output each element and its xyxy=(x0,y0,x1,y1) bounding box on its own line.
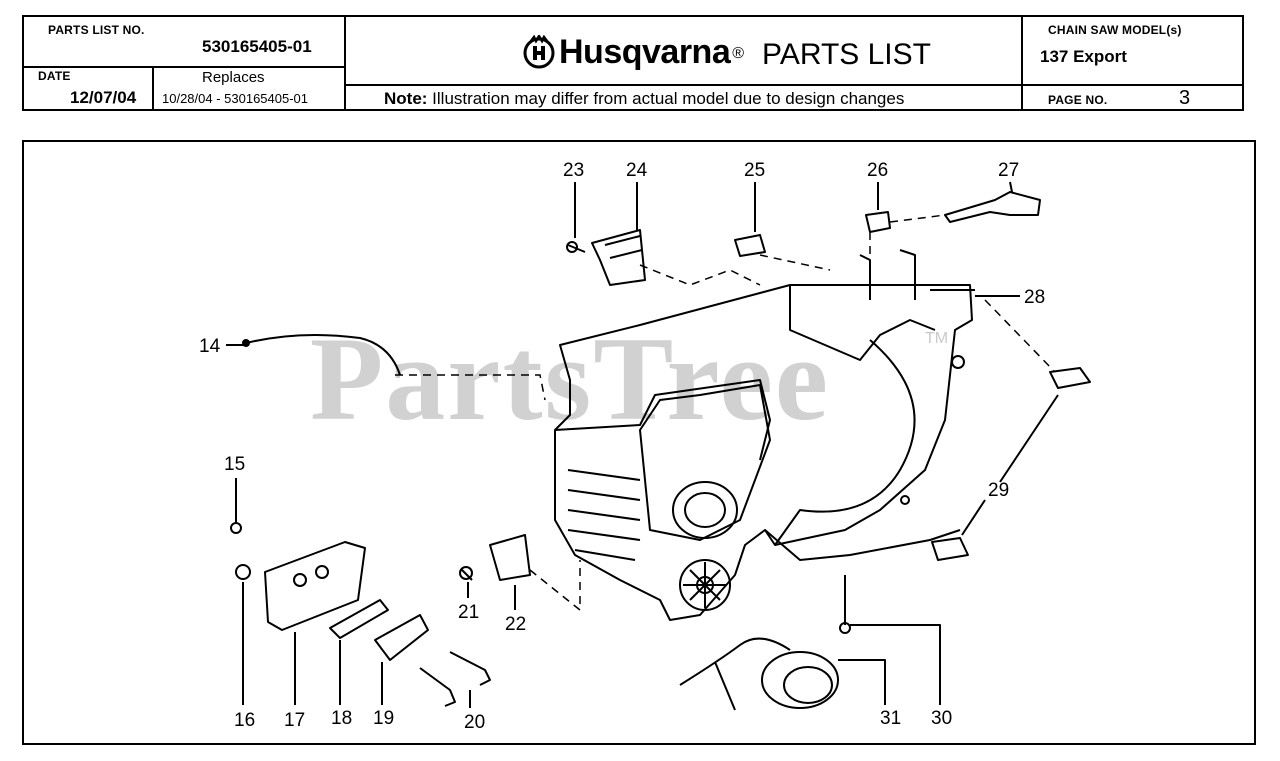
page-number: 3 xyxy=(1179,87,1191,109)
callout-26: 26 xyxy=(867,160,889,181)
part-19-plate xyxy=(374,614,429,661)
part-29-leader xyxy=(961,394,1059,536)
bearing-bore-inner xyxy=(684,492,726,528)
part-20-bolt xyxy=(449,651,491,686)
part-27-lever xyxy=(944,191,1041,223)
watermark-trademark: TM xyxy=(925,330,949,347)
brand-name: Husqvarna xyxy=(559,32,731,71)
assembly-line xyxy=(529,560,581,612)
note-text: Illustration may differ from actual mode… xyxy=(427,89,905,108)
part-22-cover xyxy=(489,534,531,581)
callout-17: 17 xyxy=(284,710,306,731)
part-29-nut xyxy=(931,537,969,561)
callout-27: 27 xyxy=(998,160,1020,181)
top-ledge xyxy=(859,249,975,300)
part-24-bracket xyxy=(591,229,646,286)
part-20-bolt xyxy=(419,667,456,707)
crankcase-bowl xyxy=(774,339,916,546)
part-18-plate xyxy=(329,599,389,639)
registered-mark: ® xyxy=(732,45,745,62)
part-17-hole xyxy=(315,565,329,579)
assembly-line xyxy=(759,254,831,271)
part-14-hose-end xyxy=(242,339,250,347)
divider xyxy=(1021,84,1242,86)
callout-31: 31 xyxy=(880,708,902,729)
part-16-nut xyxy=(235,564,251,580)
callout-29: 29 xyxy=(988,480,1010,501)
page-label: PAGE NO. xyxy=(1048,93,1108,107)
callout-14: 14 xyxy=(199,336,221,357)
part-30-leader xyxy=(850,624,941,705)
assembly-line xyxy=(889,214,946,223)
part-30-screw-head xyxy=(839,622,851,634)
parts-list-no: 530165405-01 xyxy=(202,37,312,56)
divider xyxy=(152,67,154,109)
callout-23: 23 xyxy=(563,160,585,181)
bearing-bore xyxy=(672,481,738,539)
callout-20: 20 xyxy=(464,712,486,733)
divider xyxy=(344,17,346,109)
date-label: DATE xyxy=(38,69,71,83)
callout-16: 16 xyxy=(234,710,256,731)
callout-24: 24 xyxy=(626,160,648,181)
illustration-note: Note: Illustration may differ from actua… xyxy=(384,89,904,109)
part-26-nut xyxy=(865,211,891,233)
model-label: CHAIN SAW MODEL(s) xyxy=(1048,23,1182,37)
replaces-value: 10/28/04 - 530165405-01 xyxy=(162,91,309,106)
mount-hole xyxy=(900,495,910,505)
callout-19: 19 xyxy=(373,708,395,729)
callout-30: 30 xyxy=(931,708,953,729)
parts-list-header: PARTS LIST NO. 530165405-01 DATE 12/07/0… xyxy=(22,15,1244,111)
crankcase-flange xyxy=(764,529,961,561)
note-label: Note: xyxy=(384,89,428,108)
part-23-screw-head xyxy=(566,241,578,253)
assembly-line xyxy=(639,264,761,286)
part-21-screw-head xyxy=(459,566,473,580)
part-25-nut xyxy=(734,234,766,257)
callout-15: 15 xyxy=(224,454,246,475)
flywheel-boss xyxy=(679,559,731,611)
replaces-label: Replaces xyxy=(202,69,265,86)
part-27-leader xyxy=(1009,181,1013,193)
husqvarna-crown-icon xyxy=(523,35,555,69)
assembly-line xyxy=(395,374,546,401)
crankcase-fin xyxy=(567,469,641,561)
crankcase-rib xyxy=(554,379,771,461)
part-31-leader xyxy=(838,659,886,705)
callout-28: 28 xyxy=(1024,287,1046,308)
callout-21: 21 xyxy=(458,602,480,623)
exploded-view-frame xyxy=(22,140,1256,745)
callout-18: 18 xyxy=(331,708,353,729)
divider xyxy=(344,84,1021,86)
assembly-line xyxy=(984,299,1056,373)
part-24-bracket-detail xyxy=(604,235,643,259)
divider xyxy=(1021,17,1023,109)
document-title: PARTS LIST xyxy=(762,38,931,71)
part-15-screw xyxy=(230,522,242,534)
crankcase-inner-wall xyxy=(789,285,936,361)
part-31-cap-inner xyxy=(783,666,833,704)
crankcase-frame xyxy=(639,384,771,541)
brand-logo: Husqvarna ® PARTS LIST xyxy=(522,29,931,75)
crankcase-housing xyxy=(554,284,973,621)
part-31-cap xyxy=(761,651,839,709)
divider xyxy=(24,66,344,68)
callout-25: 25 xyxy=(744,160,766,181)
part-17-plate xyxy=(264,541,366,631)
date-value: 12/07/04 xyxy=(70,88,137,107)
parts-list-no-label: PARTS LIST NO. xyxy=(48,23,145,37)
part-14-hose xyxy=(245,333,401,376)
callout-22: 22 xyxy=(505,614,527,635)
model-value: 137 Export xyxy=(1040,47,1127,66)
part-17-hole xyxy=(293,573,307,587)
mount-hole xyxy=(951,355,965,369)
part-31-strap xyxy=(679,637,791,711)
part-29-nut xyxy=(1049,367,1091,389)
flywheel-spokes xyxy=(683,562,727,608)
